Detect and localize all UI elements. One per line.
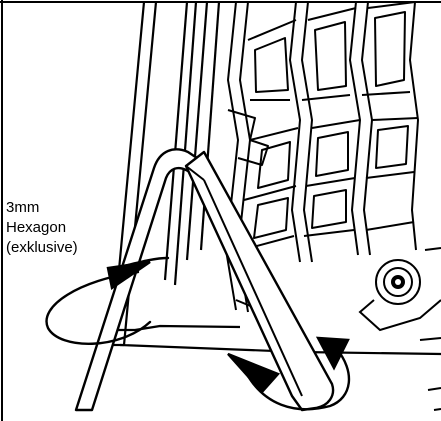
rotation-arrow-icon-lower (227, 336, 351, 411)
rotation-arrow-icon (45, 256, 170, 345)
caption-line-size: 3mm (6, 199, 40, 216)
hex-key-icon (74, 148, 335, 412)
tool-caption: 3mm Hexagon (exklusive) (4, 198, 80, 258)
caption-line-type: Hexagon (6, 219, 67, 236)
caption-line-note: (exklusive) (6, 239, 78, 256)
bolt-boss (358, 247, 441, 411)
